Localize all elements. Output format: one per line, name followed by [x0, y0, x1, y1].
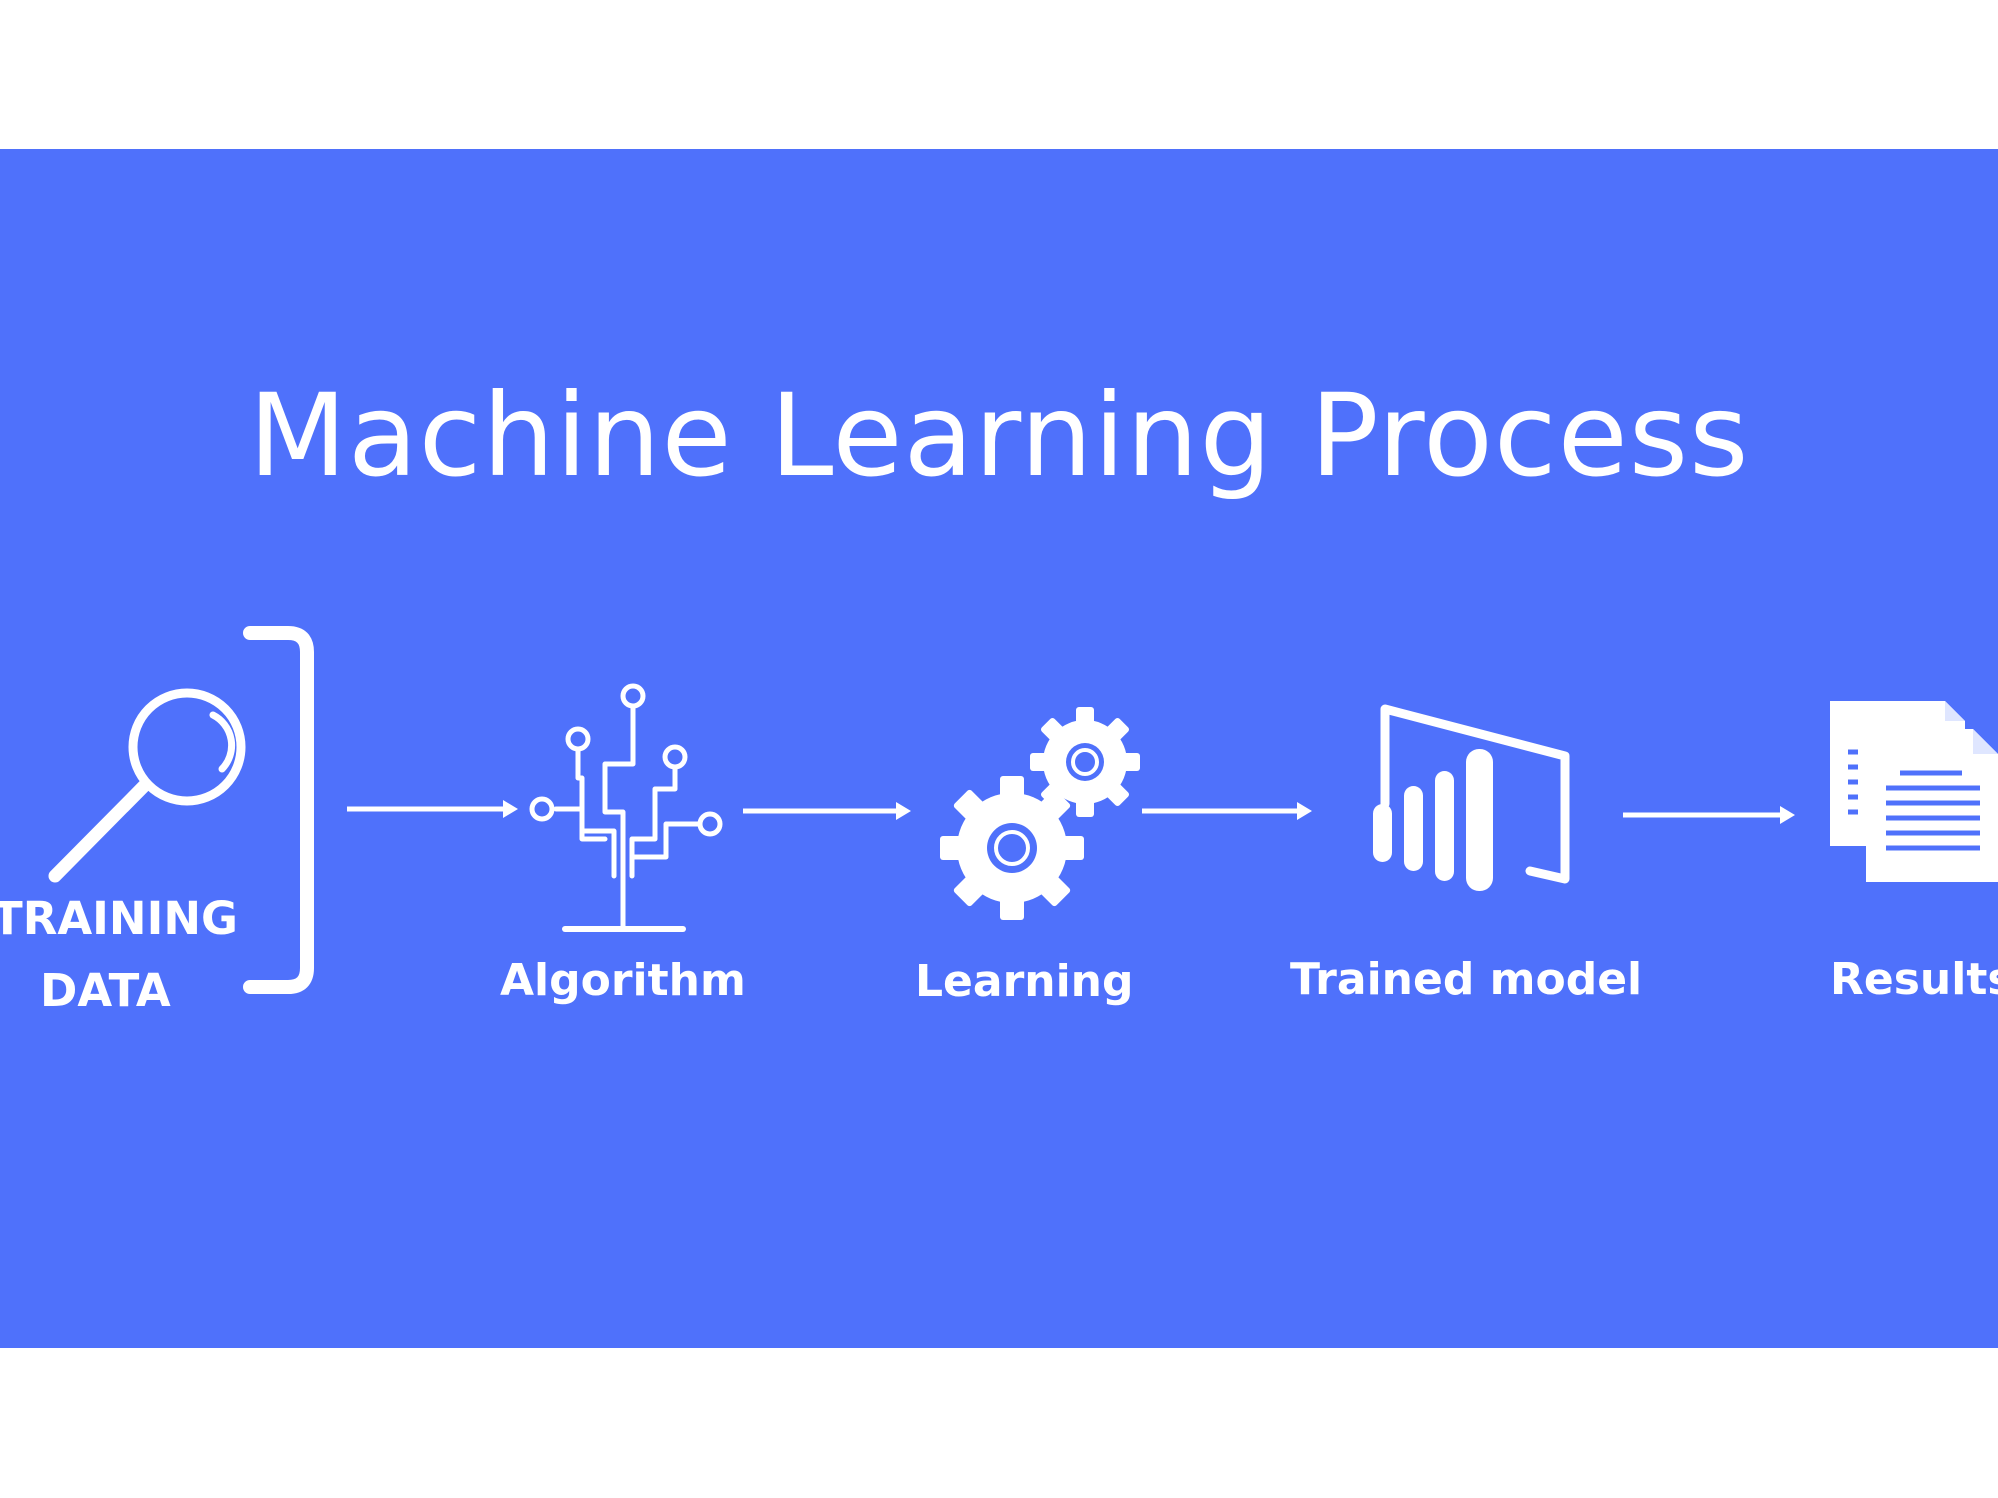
process-flow — [48, 626, 1998, 994]
step-label-trained-model: Trained model — [1290, 954, 1643, 1005]
bar-chart-icon — [1373, 704, 1570, 891]
step-label-learning: Learning — [915, 956, 1134, 1007]
gears-icon — [940, 707, 1140, 920]
banner: Machine Learning Process — [0, 149, 1998, 1348]
arrow-right-icon — [1142, 802, 1312, 820]
step-label-algorithm: Algorithm — [500, 955, 746, 1006]
arrow-right-icon — [743, 802, 911, 820]
magnifier-icon — [48, 688, 246, 883]
bracket-icon — [243, 626, 314, 994]
arrow-right-icon — [347, 800, 518, 818]
step-label-training-data-line2: DATA — [40, 964, 171, 1017]
diagram-title: Machine Learning Process — [248, 369, 1750, 502]
step-label-results: Results — [1830, 954, 1998, 1005]
circuit-tree-icon — [529, 683, 723, 932]
documents-icon — [1830, 701, 1998, 882]
step-label-training-data-line1: TRAINING — [0, 892, 238, 945]
arrow-right-icon — [1623, 806, 1795, 824]
